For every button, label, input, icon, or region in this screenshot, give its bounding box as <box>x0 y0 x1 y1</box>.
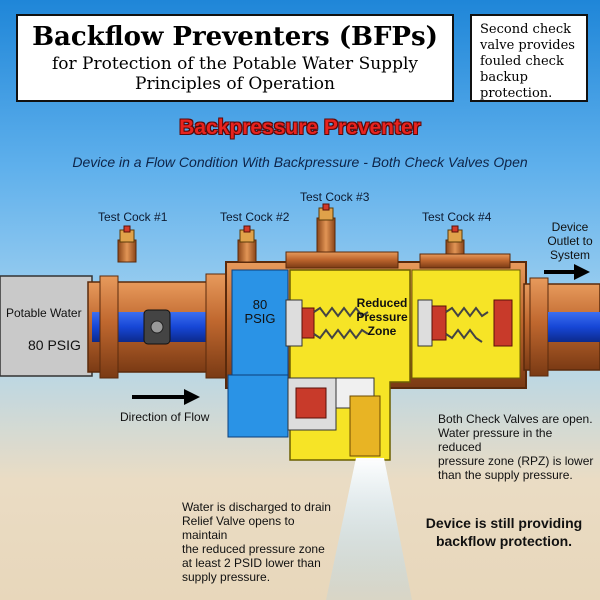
flow-direction-arrow <box>132 389 200 405</box>
subtitle-line-2: Principles of Operation <box>135 74 335 94</box>
test-cock-2-icon <box>237 225 257 263</box>
supply-pressure-zone <box>231 269 289 383</box>
title-box: Backflow Preventers (BFPs) for Protectio… <box>16 14 454 102</box>
supply-pressure: 80 PSIG <box>28 337 81 353</box>
zone1-pressure: 80 PSIG <box>244 297 276 326</box>
flow-direction-label: Direction of Flow <box>120 410 210 424</box>
test-cock-4-icon <box>445 225 465 255</box>
second-check-valve <box>417 299 513 347</box>
relief-valve-note: Water is discharged to drain Relief Valv… <box>182 500 331 584</box>
check-valves-note: Both Check Valves are open. Water pressu… <box>438 412 594 482</box>
test-cock-1-icon <box>117 225 137 263</box>
supply-panel <box>0 275 93 377</box>
test-cock-3-label: Test Cock #3 <box>300 190 370 204</box>
first-check-valve <box>285 299 369 347</box>
outlet-arrow <box>544 264 590 280</box>
test-cock-2-label: Test Cock #2 <box>220 210 290 224</box>
valve-cover <box>285 251 399 269</box>
outlet-label: Device Outlet to System <box>547 220 593 262</box>
supply-label: Potable Water <box>6 306 82 320</box>
side-note-line: valve provides <box>480 38 575 53</box>
subtitle-line-1: for Protection of the Potable Water Supp… <box>52 54 418 74</box>
side-note-box: Second check valve provides fouled check… <box>470 14 588 102</box>
drain-discharge <box>326 458 412 600</box>
test-cocks <box>117 203 465 263</box>
side-note-line: fouled check <box>480 54 564 69</box>
relief-valve <box>287 377 381 457</box>
inlet-pipe <box>87 273 229 379</box>
test-cock-4-label: Test Cock #4 <box>422 210 492 224</box>
side-note-line: Second check <box>480 22 572 37</box>
condition-caption: Device in a Flow Condition With Backpres… <box>72 154 528 170</box>
rpz-label: Reduced Pressure Zone <box>356 296 408 338</box>
test-cock-3-icon <box>316 203 336 253</box>
section-heading: Backpressure Preventer <box>179 116 421 139</box>
main-title: Backflow Preventers (BFPs) <box>32 22 438 52</box>
side-note-line: backup protection. <box>480 70 553 101</box>
outlet-pipe <box>523 277 600 377</box>
test-cock-1-label: Test Cock #1 <box>98 210 168 224</box>
protection-note: Device is still providing backflow prote… <box>425 515 583 549</box>
